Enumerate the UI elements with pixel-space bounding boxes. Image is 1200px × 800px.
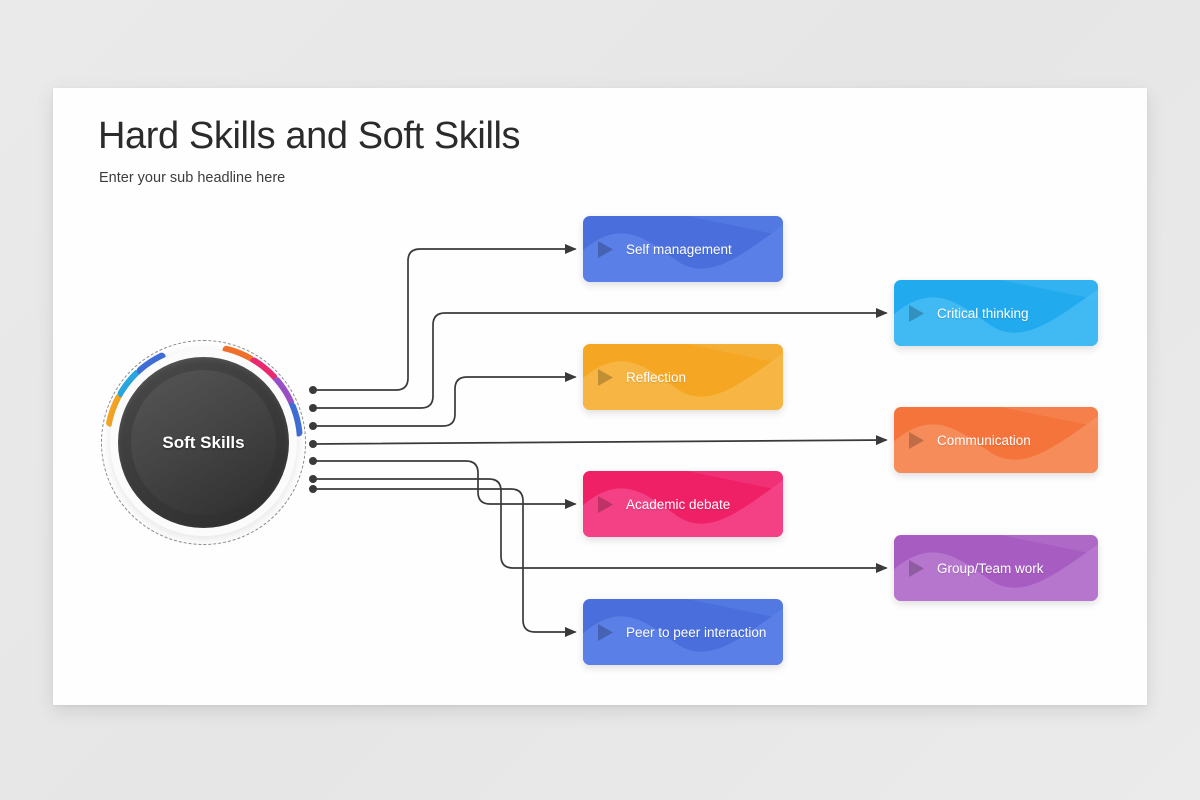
- box-content: Peer to peer interaction: [583, 599, 783, 665]
- connector-path: [312, 488, 577, 638]
- page-title: Hard Skills and Soft Skills: [98, 115, 521, 157]
- box-content: Group/Team work: [894, 535, 1098, 601]
- info-box-right-2[interactable]: Group/Team work: [894, 535, 1098, 601]
- connector-dot: [309, 386, 317, 394]
- box-wave-decoration: [583, 216, 783, 282]
- info-box-right-0[interactable]: Critical thinking: [894, 280, 1098, 346]
- play-triangle-icon: [908, 304, 925, 323]
- info-box-label: Self management: [626, 241, 732, 257]
- play-triangle-icon: [597, 240, 614, 259]
- box-content: Reflection: [583, 344, 783, 410]
- info-box-label: Critical thinking: [937, 305, 1029, 321]
- connector-dot: [309, 404, 317, 412]
- box-content: Self management: [583, 216, 783, 282]
- play-triangle-icon: [597, 495, 614, 514]
- hub-dashed-ring: [101, 340, 306, 545]
- slide-card: Hard Skills and Soft Skills Enter your s…: [53, 88, 1147, 705]
- connector-dot: [309, 485, 317, 493]
- play-triangle-icon: [908, 559, 925, 578]
- info-box-label: Reflection: [626, 369, 687, 385]
- connector-path: [312, 243, 577, 391]
- page-subtitle: Enter your sub headline here: [99, 170, 286, 186]
- connector-path: [312, 371, 577, 427]
- box-wave-decoration: [894, 280, 1098, 346]
- connector-dot: [309, 440, 317, 448]
- info-box-label: Group/Team work: [937, 560, 1044, 576]
- connector-path: [312, 434, 888, 446]
- box-wave-decoration: [583, 599, 783, 665]
- box-wave-decoration: [583, 344, 783, 410]
- connector-path: [312, 460, 577, 510]
- connector-dot: [309, 422, 317, 430]
- box-wave-decoration: [894, 407, 1098, 473]
- box-wave-decoration: [894, 535, 1098, 601]
- info-box-label: Peer to peer interaction: [626, 624, 767, 640]
- play-triangle-icon: [597, 623, 614, 642]
- info-box-left-2[interactable]: Academic debate: [583, 471, 783, 537]
- info-box-right-1[interactable]: Communication: [894, 407, 1098, 473]
- play-triangle-icon: [908, 431, 925, 450]
- box-content: Critical thinking: [894, 280, 1098, 346]
- info-box-left-3[interactable]: Peer to peer interaction: [583, 599, 783, 665]
- box-content: Academic debate: [583, 471, 783, 537]
- connector-dot: [309, 457, 317, 465]
- hub-inner-disc: Soft Skills: [131, 370, 276, 515]
- play-triangle-icon: [597, 368, 614, 387]
- box-wave-decoration: [583, 471, 783, 537]
- connector-dot: [309, 475, 317, 483]
- info-box-label: Academic debate: [626, 496, 731, 512]
- info-box-left-0[interactable]: Self management: [583, 216, 783, 282]
- hub-label: Soft Skills: [162, 432, 245, 452]
- box-content: Communication: [894, 407, 1098, 473]
- info-box-label: Communication: [937, 432, 1031, 448]
- hub-node[interactable]: Soft Skills: [101, 340, 306, 545]
- info-box-left-1[interactable]: Reflection: [583, 344, 783, 410]
